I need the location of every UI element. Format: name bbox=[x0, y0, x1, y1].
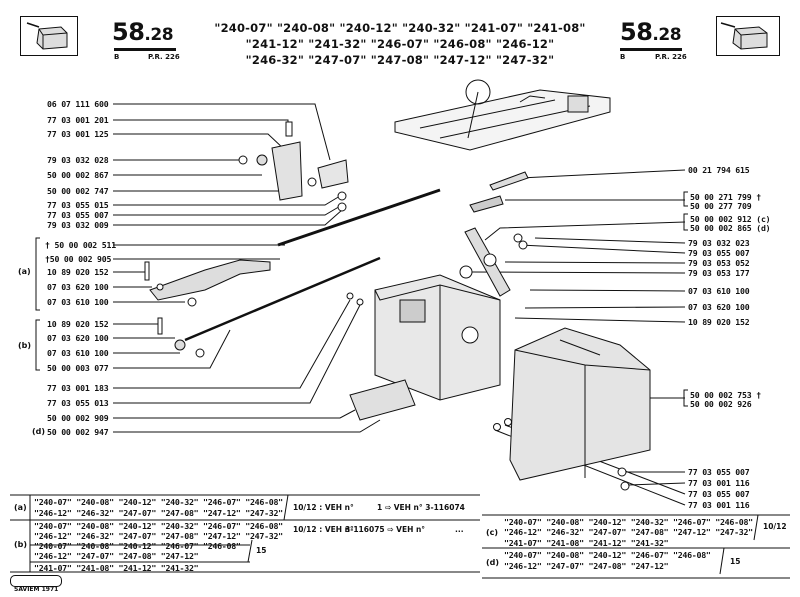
section-letter-left: B bbox=[114, 53, 120, 61]
table-a-range: 1 ⇨ VEH n° 3-116074 bbox=[377, 503, 465, 512]
right-ref-1: 50 00 271 799 † bbox=[690, 192, 761, 202]
left-ref-7: 77 03 055 007 bbox=[47, 210, 109, 220]
table-d-number: 15 bbox=[730, 557, 741, 566]
right-ref-0: 00 21 794 615 bbox=[688, 165, 750, 175]
right-ref-15: 77 03 001 116 bbox=[688, 478, 750, 488]
table-b-line-2: "246-12" "246-32" "247-07" "247-08" "247… bbox=[34, 531, 283, 541]
right-ref-17: 77 03 001 116 bbox=[688, 500, 750, 510]
table-b-dots: ... bbox=[455, 525, 464, 534]
right-ref-13: 50 00 002 926 bbox=[690, 399, 752, 409]
table-c-line-1: "240-07" "240-08" "240-12" "240-32" "246… bbox=[504, 517, 753, 527]
left-ref-20: 50 00 002 909 bbox=[47, 413, 109, 423]
left-ref-0: 06 07 111 600 bbox=[47, 99, 109, 109]
right-ref-5: 79 03 032 023 bbox=[688, 238, 750, 248]
right-ref-4: 50 00 002 865 (d) bbox=[690, 223, 771, 233]
right-ref-16: 77 03 055 007 bbox=[688, 489, 750, 499]
left-ref-9: † 50 00 002 511 bbox=[45, 240, 116, 250]
table-b-label: (b) bbox=[14, 540, 28, 549]
left-ref-13: 07 03 610 100 bbox=[47, 297, 109, 307]
table-c-number: 10/12 bbox=[763, 522, 787, 531]
right-ref-2: 50 00 277 709 bbox=[690, 201, 752, 211]
table-b-line-3: "240-07" "240-08" "240-12" "246-07" "246… bbox=[34, 541, 241, 551]
table-a-label: (a) bbox=[14, 503, 27, 512]
page-number-main-right: 58 bbox=[620, 18, 653, 46]
battery-box-thumbnail-right bbox=[716, 16, 780, 56]
right-ref-14: 77 03 055 007 bbox=[688, 467, 750, 477]
table-b-line-4: "246-12" "247-07" "247-08" "247-12" bbox=[34, 551, 199, 561]
table-c-label: (c) bbox=[486, 528, 499, 537]
group-label-a: (a) bbox=[18, 267, 31, 276]
header-rule-left bbox=[114, 48, 176, 51]
table-b-line-5: "241-07" "241-08" "241-12" "241-32" bbox=[34, 563, 199, 573]
left-ref-16: 07 03 610 100 bbox=[47, 348, 109, 358]
battery-box-thumbnail-left bbox=[20, 16, 78, 56]
left-ref-17: 50 00 003 077 bbox=[47, 363, 109, 373]
table-b-condition: 10/12 : VEH n° bbox=[293, 525, 354, 534]
left-ref-12: 07 03 620 100 bbox=[47, 282, 109, 292]
left-ref-4: 50 00 002 867 bbox=[47, 170, 109, 180]
pr-ref-right: P.R. 226 bbox=[655, 53, 687, 61]
left-ref-11: 10 89 020 152 bbox=[47, 267, 109, 277]
left-ref-6: 77 03 055 015 bbox=[47, 200, 109, 210]
left-ref-21: 50 00 002 947 bbox=[47, 427, 109, 437]
group-label-d: (d) bbox=[32, 427, 46, 436]
left-ref-5: 50 00 002 747 bbox=[47, 186, 109, 196]
table-b-number: 15 bbox=[256, 546, 267, 555]
right-ref-11: 10 89 020 152 bbox=[688, 317, 750, 327]
page-number-sub-right: .28 bbox=[652, 25, 682, 45]
table-a-condition: 10/12 : VEH n° bbox=[293, 503, 354, 512]
table-b-range: 3-116075 ⇨ VEH n° bbox=[345, 525, 426, 534]
table-c-line-2: "246-12" "246-32" "247-07" "247-08" "247… bbox=[504, 527, 753, 537]
left-ref-10: †50 00 002 905 bbox=[45, 254, 112, 264]
left-ref-3: 79 03 032 028 bbox=[47, 155, 109, 165]
right-ref-9: 07 03 610 100 bbox=[688, 286, 750, 296]
copyright-logo: SAVIEM 1971 bbox=[10, 575, 63, 593]
group-label-b: (b) bbox=[18, 341, 32, 350]
pr-ref-left: P.R. 226 bbox=[148, 53, 180, 61]
right-ref-8: 79 03 053 177 bbox=[688, 268, 750, 278]
right-ref-7: 79 03 053 052 bbox=[688, 258, 750, 268]
table-c-line-3: "241-07" "241-08" "241-12" "241-32" bbox=[504, 538, 669, 548]
header-rule-right bbox=[620, 48, 682, 51]
page-number-sub: .28 bbox=[144, 25, 174, 45]
left-ref-19: 77 03 055 013 bbox=[47, 398, 109, 408]
page-number-main: 58 bbox=[112, 18, 145, 46]
table-d-line-2: "246-12" "247-07" "247-08" "247-12" bbox=[504, 561, 669, 571]
table-d-label: (d) bbox=[486, 558, 500, 567]
table-a-line-1: "240-07" "240-08" "240-12" "240-32" "246… bbox=[34, 497, 283, 507]
right-ref-12: 50 00 002 753 † bbox=[690, 390, 761, 400]
left-ref-1: 77 03 001 201 bbox=[47, 115, 109, 125]
battery-box-icon bbox=[26, 22, 68, 50]
copyright-text: SAVIEM 1971 bbox=[14, 586, 59, 593]
table-a-line-2: "246-12" "246-32" "247-07" "247-08" "247… bbox=[34, 508, 283, 518]
right-ref-6: 79 03 055 007 bbox=[688, 248, 750, 258]
left-ref-15: 07 03 620 100 bbox=[47, 333, 109, 343]
left-ref-14: 10 89 020 152 bbox=[47, 319, 109, 329]
battery-box-icon-right bbox=[720, 22, 768, 50]
table-b-line-1: "240-07" "240-08" "240-12" "240-32" "246… bbox=[34, 521, 283, 531]
right-ref-10: 07 03 620 100 bbox=[688, 302, 750, 312]
model-line-2: "241-12" "241-32" "246-07" "246-08" "246… bbox=[245, 37, 555, 51]
model-line-3: "246-32" "247-07" "247-08" "247-12" "247… bbox=[245, 53, 555, 67]
model-line-1: "240-07" "240-08" "240-12" "240-32" "241… bbox=[214, 21, 586, 35]
page-number: 58.28 bbox=[112, 18, 174, 46]
left-ref-18: 77 03 001 183 bbox=[47, 383, 109, 393]
section-letter-right: B bbox=[620, 53, 626, 61]
model-list: "240-07" "240-08" "240-12" "240-32" "241… bbox=[200, 20, 600, 68]
table-d-line-1: "240-07" "240-08" "240-12" "246-07" "246… bbox=[504, 550, 711, 560]
right-ref-3: 50 00 002 912 (c) bbox=[690, 214, 771, 224]
page-number-right: 58.28 bbox=[620, 18, 682, 46]
left-ref-2: 77 03 001 125 bbox=[47, 129, 109, 139]
left-ref-8: 79 03 032 009 bbox=[47, 220, 109, 230]
